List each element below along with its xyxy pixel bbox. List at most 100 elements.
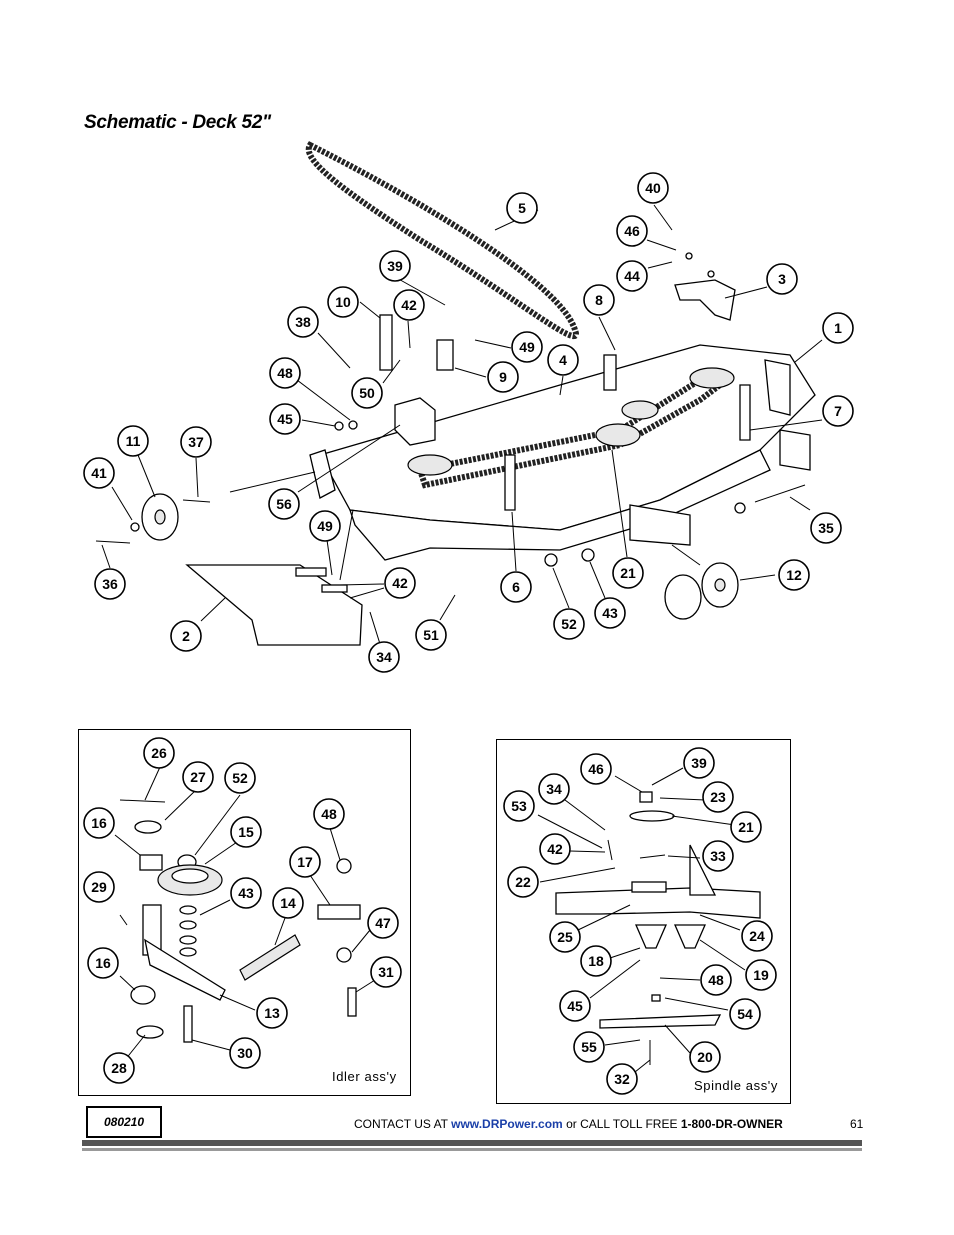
part-callout-34: 34 xyxy=(368,641,400,673)
spindle-part-callout-number: 21 xyxy=(738,819,754,835)
spindle-part-callout-48: 48 xyxy=(700,964,732,996)
idler-part-callout-number: 15 xyxy=(238,824,254,840)
part-callout-number: 3 xyxy=(778,271,786,287)
idler-part-callout-number: 16 xyxy=(91,815,107,831)
spindle-part-callout-number: 22 xyxy=(515,874,531,890)
idler-part-callout-number: 47 xyxy=(375,915,391,931)
part-callout-6: 6 xyxy=(500,571,532,603)
part-callout-number: 10 xyxy=(335,294,351,310)
part-callout-9: 9 xyxy=(487,361,519,393)
part-callout-56: 56 xyxy=(268,488,300,520)
spindle-part-callout-42: 42 xyxy=(539,833,571,865)
part-callout-number: 40 xyxy=(645,180,661,196)
idler-part-callout-16: 16 xyxy=(83,807,115,839)
spindle-part-callout-number: 19 xyxy=(753,967,769,983)
part-callout-number: 49 xyxy=(519,339,535,355)
part-callout-number: 38 xyxy=(295,314,311,330)
spindle-part-callout-number: 53 xyxy=(511,798,527,814)
idler-part-callout-48: 48 xyxy=(313,798,345,830)
footer-rule xyxy=(82,1140,862,1146)
idler-part-callout-number: 27 xyxy=(190,769,206,785)
part-callout-43: 43 xyxy=(594,597,626,629)
part-callout-number: 45 xyxy=(277,411,293,427)
website-link[interactable]: www.DRPower.com xyxy=(451,1117,563,1131)
idler-part-callout-52: 52 xyxy=(224,762,256,794)
idler-part-callout-30: 30 xyxy=(229,1037,261,1069)
part-callout-46: 46 xyxy=(616,215,648,247)
spindle-part-callout-55: 55 xyxy=(573,1031,605,1063)
idler-part-callout-number: 14 xyxy=(280,895,296,911)
phone-number: 1-800-DR-OWNER xyxy=(680,1117,783,1131)
part-callout-39: 39 xyxy=(379,250,411,282)
spindle-part-callout-number: 24 xyxy=(749,928,765,944)
contact-middle: or CALL TOLL FREE xyxy=(566,1117,678,1131)
part-callout-8: 8 xyxy=(583,284,615,316)
spindle-part-callout-54: 54 xyxy=(729,998,761,1030)
part-callout-45: 45 xyxy=(269,403,301,435)
part-callout-number: 37 xyxy=(188,434,204,450)
page-number: 61 xyxy=(850,1117,864,1131)
part-callout-50: 50 xyxy=(351,377,383,409)
part-callout-49: 49 xyxy=(511,331,543,363)
idler-part-callout-number: 17 xyxy=(297,854,313,870)
spindle-part-callout-24: 24 xyxy=(741,920,773,952)
part-callout-number: 52 xyxy=(561,616,577,632)
part-callout-number: 43 xyxy=(602,605,618,621)
idler-assembly-inset xyxy=(78,729,411,1096)
footer-rule-thin xyxy=(82,1148,862,1151)
spindle-part-callout-20: 20 xyxy=(689,1041,721,1073)
part-callout-number: 34 xyxy=(376,649,392,665)
idler-part-callout-number: 13 xyxy=(264,1005,280,1021)
part-callout-44: 44 xyxy=(616,260,648,292)
part-callout-10: 10 xyxy=(327,286,359,318)
part-callout-51: 51 xyxy=(415,619,447,651)
part-callout-number: 49 xyxy=(317,518,333,534)
part-callout-11: 11 xyxy=(117,425,149,457)
spindle-part-callout-number: 54 xyxy=(737,1006,753,1022)
part-callout-number: 35 xyxy=(818,520,834,536)
spindle-part-callout-39: 39 xyxy=(683,747,715,779)
idler-part-callout-number: 52 xyxy=(232,770,248,786)
page-title: Schematic - Deck 52" xyxy=(84,112,271,133)
part-callout-number: 11 xyxy=(126,433,141,449)
idler-part-callout-27: 27 xyxy=(182,761,214,793)
part-callout-number: 36 xyxy=(102,576,118,592)
spindle-part-callout-23: 23 xyxy=(702,781,734,813)
idler-part-callout-28: 28 xyxy=(103,1052,135,1084)
part-callout-number: 21 xyxy=(620,565,636,581)
idler-part-callout-number: 31 xyxy=(378,964,394,980)
spindle-part-callout-33: 33 xyxy=(702,840,734,872)
idler-part-callout-14: 14 xyxy=(272,887,304,919)
spindle-part-callout-number: 42 xyxy=(547,841,563,857)
part-callout-number: 39 xyxy=(387,258,403,274)
part-callout-number: 4 xyxy=(559,352,567,368)
idler-part-callout-17: 17 xyxy=(289,846,321,878)
spindle-part-callout-number: 23 xyxy=(710,789,726,805)
idler-part-callout-number: 29 xyxy=(91,879,107,895)
spindle-part-callout-number: 39 xyxy=(691,755,707,771)
idler-part-callout-47: 47 xyxy=(367,907,399,939)
idler-assembly-drawing xyxy=(114,766,376,1061)
idler-part-callout-number: 16 xyxy=(95,955,111,971)
idler-assembly-label: Idler ass'y xyxy=(332,1069,397,1084)
part-callout-number: 44 xyxy=(624,268,640,284)
spindle-assembly-drawing xyxy=(537,767,761,1073)
part-callout-number: 7 xyxy=(834,403,842,419)
idler-part-callout-43: 43 xyxy=(230,877,262,909)
spindle-part-callout-number: 33 xyxy=(710,848,726,864)
deck-drawing xyxy=(95,141,816,646)
part-callout-5: 5 xyxy=(506,192,538,224)
spindle-part-callout-34: 34 xyxy=(538,773,570,805)
spindle-part-callout-45: 45 xyxy=(559,990,591,1022)
part-callout-36: 36 xyxy=(94,568,126,600)
idler-part-callout-number: 26 xyxy=(151,745,167,761)
part-callout-number: 42 xyxy=(401,297,417,313)
part-callout-37: 37 xyxy=(180,426,212,458)
spindle-part-callout-number: 20 xyxy=(697,1049,713,1065)
part-callout-number: 41 xyxy=(91,465,107,481)
idler-part-callout-number: 43 xyxy=(238,885,254,901)
part-callout-number: 46 xyxy=(624,223,640,239)
spindle-part-callout-number: 48 xyxy=(708,972,724,988)
